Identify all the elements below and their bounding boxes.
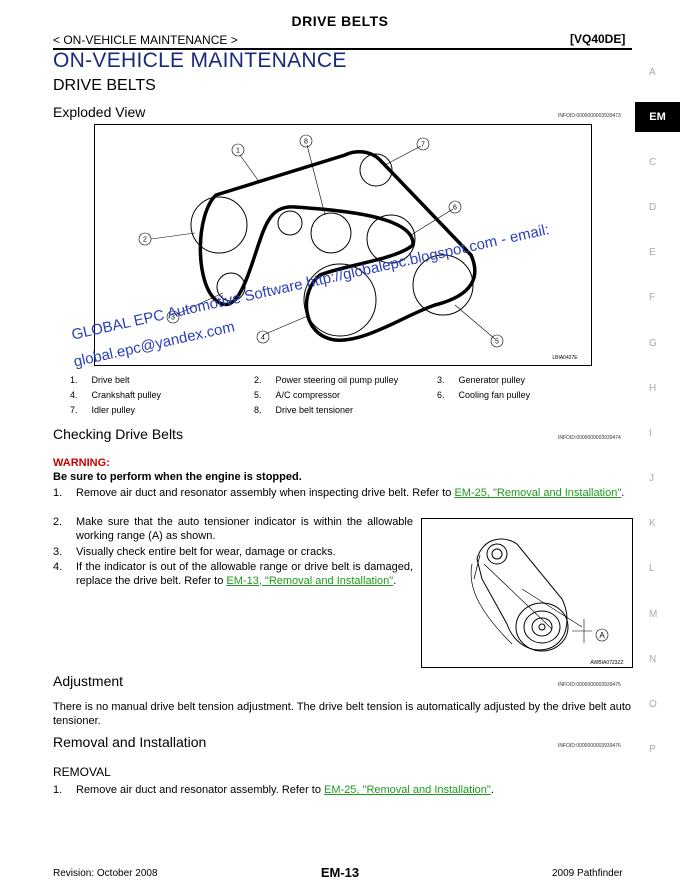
footer-model: 2009 Pathfinder	[552, 868, 623, 879]
side-index-c[interactable]: C	[649, 157, 657, 168]
legend-item-7: 7.Idler pulley	[70, 405, 136, 415]
tensioner-figure: A AWBIA0723ZZ	[421, 518, 633, 668]
callout-5: 5	[495, 339, 499, 346]
legend-item-5: 5.A/C compressor	[254, 390, 341, 400]
adjustment-text: There is no manual drive belt tension ad…	[53, 701, 631, 727]
warning-label: WARNING:	[53, 457, 110, 469]
range-label-a: A	[599, 631, 605, 640]
heading-removal-installation: Removal and Installation	[53, 734, 207, 750]
tensioner-diagram: A AWBIA0723ZZ	[470, 538, 624, 666]
heading-adjustment: Adjustment	[53, 673, 124, 689]
side-index-f[interactable]: F	[649, 292, 656, 303]
engine-code: [VQ40DE]	[570, 32, 626, 46]
check-step-2: 2. Make sure that the auto tensioner ind…	[53, 516, 413, 542]
breadcrumb: < ON-VEHICLE MAINTENANCE >	[53, 33, 238, 47]
side-index-l[interactable]: L	[649, 563, 655, 574]
info-id-adjustment: INFOID:0000000003939475	[558, 682, 621, 688]
legend-item-1: 1.Drive belt	[70, 375, 130, 385]
check-step-1: 1. Remove air duct and resonator assembl…	[53, 487, 625, 499]
legend-item-6: 6.Cooling fan pulley	[437, 390, 531, 400]
heading-exploded-view: Exploded View	[53, 104, 146, 120]
section-tab-em[interactable]: EM	[635, 102, 680, 132]
figure-id-exploded: LBIA0427E	[552, 355, 578, 361]
check-step-4: 4. If the indicator is out of the allowa…	[53, 561, 413, 587]
side-index-i[interactable]: I	[649, 428, 652, 439]
link-em13[interactable]: EM-13, "Removal and Installation"	[226, 574, 394, 587]
sub-title: DRIVE BELTS	[53, 77, 156, 94]
legend-item-4: 4.Crankshaft pulley	[70, 390, 162, 400]
side-index-m[interactable]: M	[649, 609, 658, 620]
link-em25-2[interactable]: EM-25, "Removal and Installation"	[324, 784, 491, 796]
removal-subheading: REMOVAL	[53, 765, 111, 779]
callout-2: 2	[143, 237, 147, 244]
side-index-n[interactable]: N	[649, 654, 657, 665]
removal-step-1: 1. Remove air duct and resonator assembl…	[53, 784, 494, 796]
callout-8: 8	[304, 139, 308, 146]
callout-4: 4	[261, 335, 265, 342]
side-index-j[interactable]: J	[649, 473, 654, 484]
info-id-exploded: INFOID:0000000003939473	[558, 113, 621, 119]
callout-7: 7	[421, 142, 425, 149]
callout-6: 6	[453, 205, 457, 212]
heading-checking-drive-belts: Checking Drive Belts	[53, 426, 183, 442]
callout-1: 1	[236, 148, 240, 155]
figure-id-tensioner: AWBIA0723ZZ	[590, 660, 623, 666]
section-title: ON-VEHICLE MAINTENANCE	[53, 49, 347, 72]
side-index-e[interactable]: E	[649, 247, 656, 258]
link-em25-1[interactable]: EM-25, "Removal and Installation"	[454, 487, 622, 499]
side-index-p[interactable]: P	[649, 744, 656, 755]
info-id-removal: INFOID:0000000003939476	[558, 743, 621, 749]
legend-item-8: 8.Drive belt tensioner	[254, 405, 354, 415]
ps-pulley	[190, 196, 248, 254]
side-index-h[interactable]: H	[649, 383, 657, 394]
check-step-3: 3. Visually check entire belt for wear, …	[53, 546, 336, 558]
side-index-k[interactable]: K	[649, 518, 656, 529]
callout-3: 3	[171, 315, 175, 322]
header-rule	[53, 48, 632, 50]
legend-item-2: 2.Power steering oil pump pulley	[254, 375, 399, 385]
side-index-o[interactable]: O	[649, 699, 657, 710]
footer-revision: Revision: October 2008	[53, 868, 158, 879]
legend-item-3: 3.Generator pulley	[437, 375, 526, 385]
belt-diagram: 1 2 3 4 5 6 7 8 LBIA0427E	[138, 134, 578, 361]
warning-text: Be sure to perform when the engine is st…	[53, 471, 302, 483]
footer-page-number: EM-13	[320, 865, 360, 880]
exploded-view-figure: 1 2 3 4 5 6 7 8 LBIA0427E	[94, 124, 592, 366]
side-index-g[interactable]: G	[649, 338, 657, 349]
page-header-title: DRIVE BELTS	[291, 13, 389, 29]
info-id-checking: INFOID:0000000003939474	[558, 435, 621, 441]
side-index-a[interactable]: A	[649, 67, 656, 78]
side-index-d[interactable]: D	[649, 202, 657, 213]
